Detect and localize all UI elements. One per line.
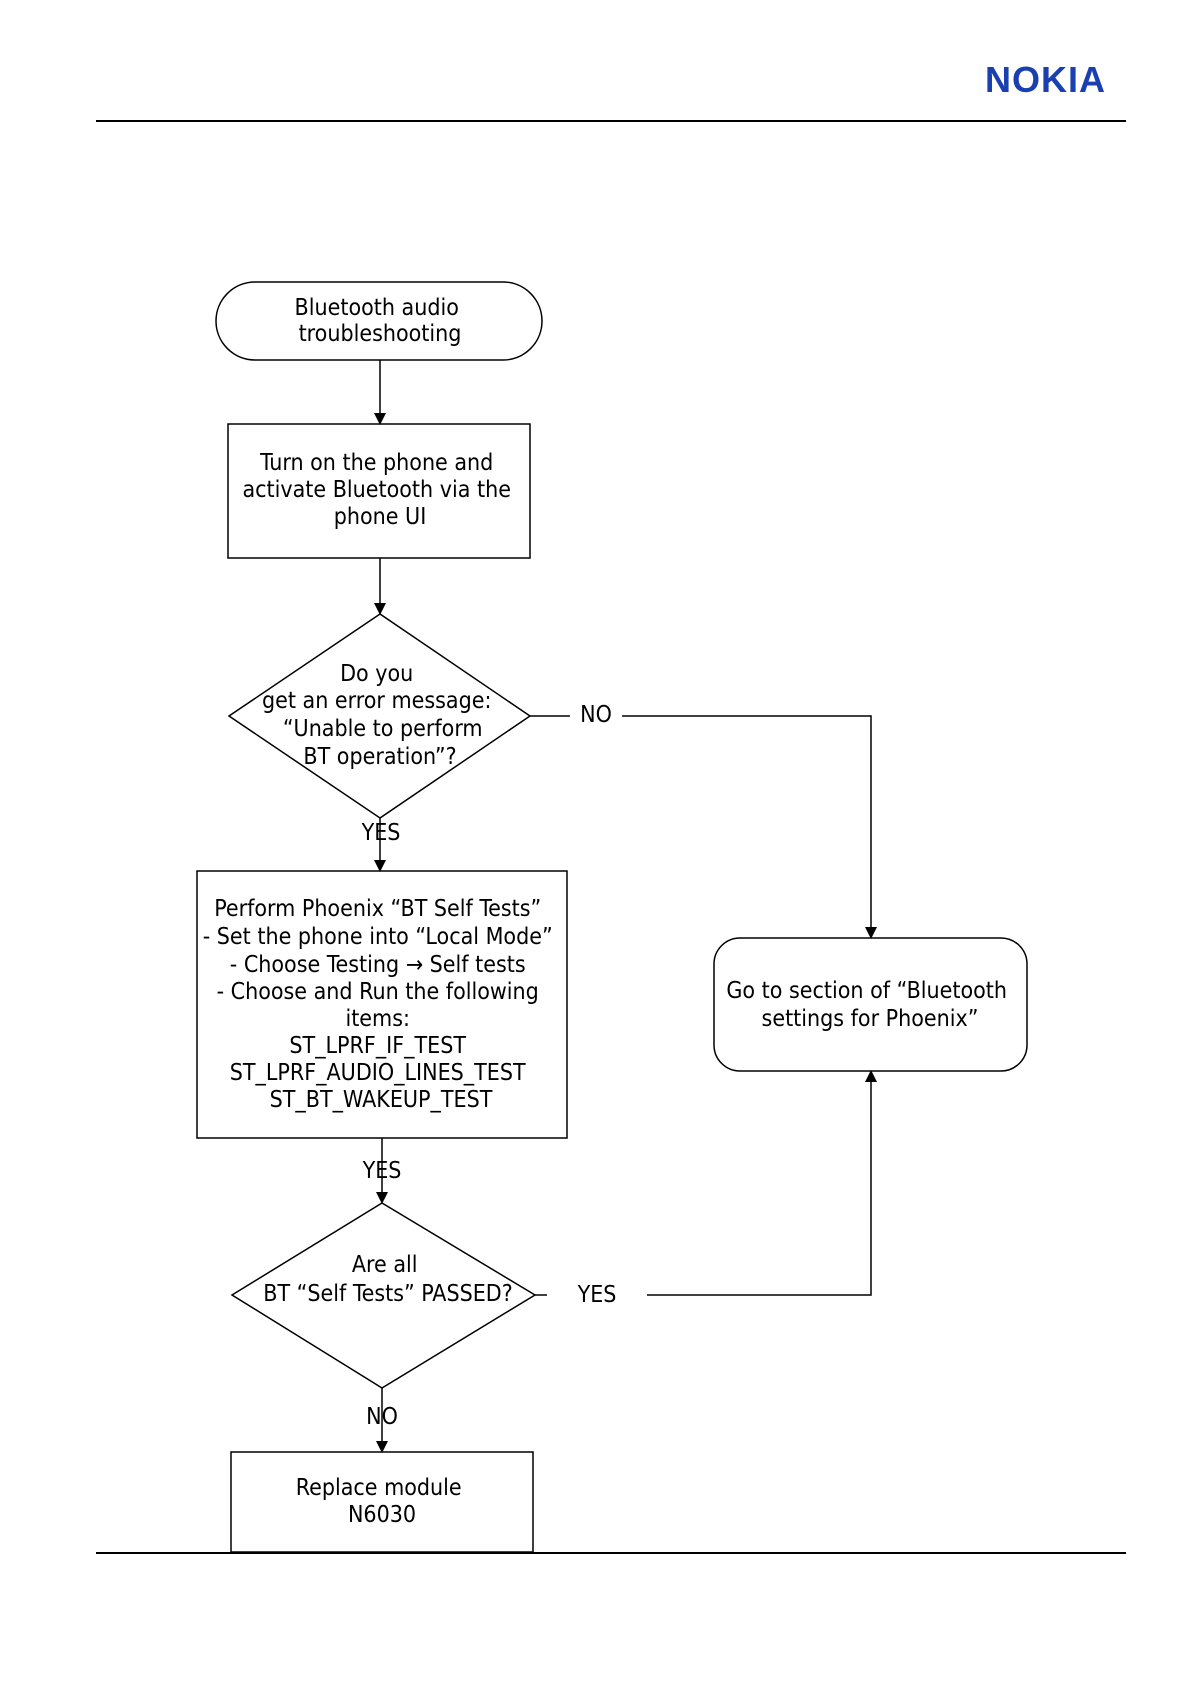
goto-bluetooth-settings-box <box>713 937 1028 1072</box>
goto-bluetooth-settings-text: Go to section of “Bluetooth settings for… <box>726 978 1013 1032</box>
passed-yes-label: YES <box>577 1282 617 1308</box>
self-tests-process-text: Perform Phoenix “BT Self Tests” - Set th… <box>203 896 560 1113</box>
start-terminal-text: Bluetooth audio troubleshooting <box>295 295 466 347</box>
nokia-logo: NOKIA <box>985 59 1106 100</box>
tests-yes-label: YES <box>362 1158 402 1184</box>
error-decision-text: Do you get an error message: “Unable to … <box>262 661 498 770</box>
error-no-label: NO <box>580 702 612 728</box>
replace-module-text: Replace module N6030 <box>296 1475 468 1528</box>
header-divider <box>96 120 1126 122</box>
passed-no-label: NO <box>366 1404 398 1430</box>
arrow-error-no-to-goto <box>622 715 877 939</box>
start-terminal <box>215 281 543 361</box>
arrow-passed-yes-to-goto <box>647 1070 877 1296</box>
passed-decision-text: Are all BT “Self Tests” PASSED? <box>263 1252 512 1307</box>
error-yes-label: YES <box>361 820 401 846</box>
turn-on-process-text: Turn on the phone and activate Bluetooth… <box>242 450 517 530</box>
footer-divider <box>96 1552 1126 1554</box>
